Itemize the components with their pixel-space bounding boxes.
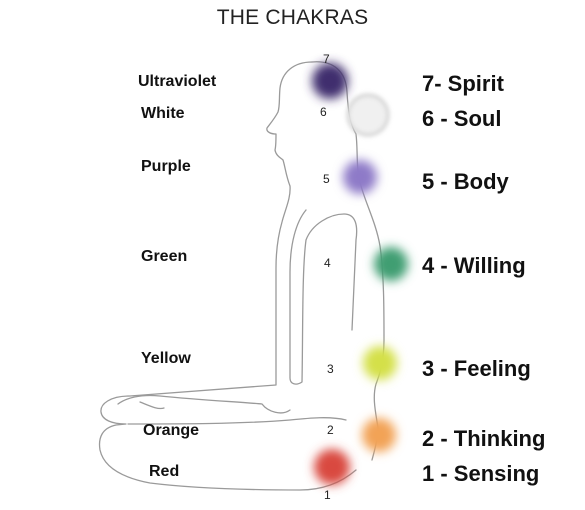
chakra-number-6: 6: [320, 105, 327, 119]
color-label-ultraviolet: Ultraviolet: [138, 73, 217, 90]
chakra-name-7: 7- Spirit: [422, 71, 504, 96]
color-label-red: Red: [149, 463, 180, 480]
chakra-number-1: 1: [324, 488, 331, 502]
chakra-name-2: 2 - Thinking: [422, 426, 546, 451]
chakra-number-7: 7: [323, 52, 330, 66]
chakra-number-3: 3: [327, 362, 334, 376]
chakra-number-5: 5: [323, 172, 330, 186]
chakra-name-4: 4 - Willing: [422, 253, 526, 278]
color-label-green: Green: [141, 248, 188, 265]
chakra-glow-6: [346, 93, 390, 137]
page-title: THE CHAKRAS: [216, 6, 369, 29]
seated-figure-outline: [98, 61, 385, 491]
chakra-name-3: 3 - Feeling: [422, 356, 531, 381]
chakra-glow-4: [374, 247, 408, 281]
chakra-name-1: 1 - Sensing: [422, 461, 540, 486]
chakra-glow-7: [312, 63, 348, 99]
color-label-orange: Orange: [143, 422, 200, 439]
color-label-white: White: [141, 105, 185, 122]
chakra-glow-2: [362, 418, 396, 452]
chakra-glows: [312, 63, 408, 485]
chakra-number-4: 4: [324, 256, 331, 270]
chakra-glow-1: [314, 449, 350, 485]
chakra-name-5: 5 - Body: [422, 169, 509, 194]
chakra-name-6: 6 - Soul: [422, 106, 502, 131]
color-label-purple: Purple: [141, 158, 191, 175]
chakra-number-2: 2: [327, 423, 334, 437]
color-label-yellow: Yellow: [141, 350, 191, 367]
chakra-glow-5: [343, 160, 377, 194]
chakra-glow-3: [363, 346, 397, 380]
